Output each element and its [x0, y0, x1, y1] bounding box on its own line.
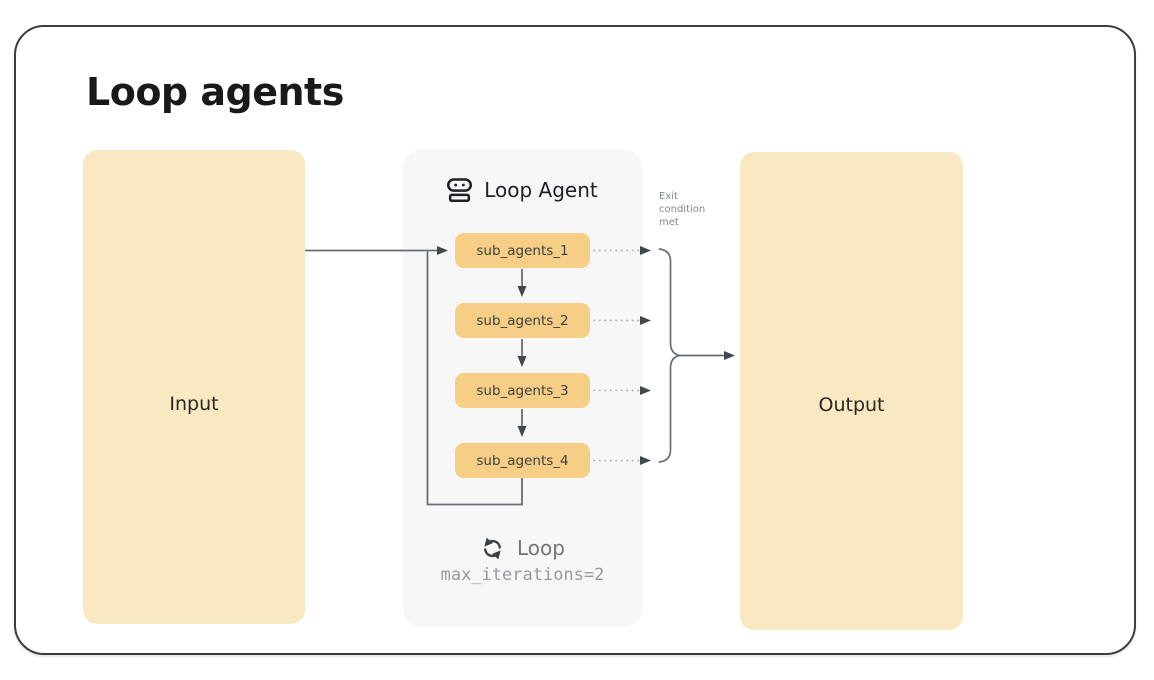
max-iterations-label: max_iterations=2 — [440, 565, 605, 585]
loop-agent-header: Loop Agent — [403, 174, 642, 206]
sub-agent-box-4: sub_agents_4 — [455, 443, 590, 478]
robot-icon — [447, 177, 473, 204]
loop-agent-panel: Loop Agent sub_agents_1 sub_agents_2 sub… — [403, 150, 642, 627]
loop-icon — [480, 536, 505, 561]
sub-agent-box-1: sub_agents_1 — [455, 233, 590, 268]
input-box: Input — [83, 150, 305, 624]
loop-agent-title: Loop Agent — [484, 178, 598, 202]
exit-condition-note: Exit condition met — [659, 191, 706, 228]
loop-label: Loop — [517, 536, 565, 560]
sub-agent-box-2: sub_agents_2 — [455, 303, 590, 338]
output-box: Output — [740, 152, 963, 630]
sub-agent-box-3: sub_agents_3 — [455, 373, 590, 408]
loop-footer: Loop — [403, 533, 642, 563]
output-label: Output — [818, 394, 885, 416]
input-label: Input — [169, 393, 219, 415]
page-title: Loop agents — [86, 70, 344, 114]
